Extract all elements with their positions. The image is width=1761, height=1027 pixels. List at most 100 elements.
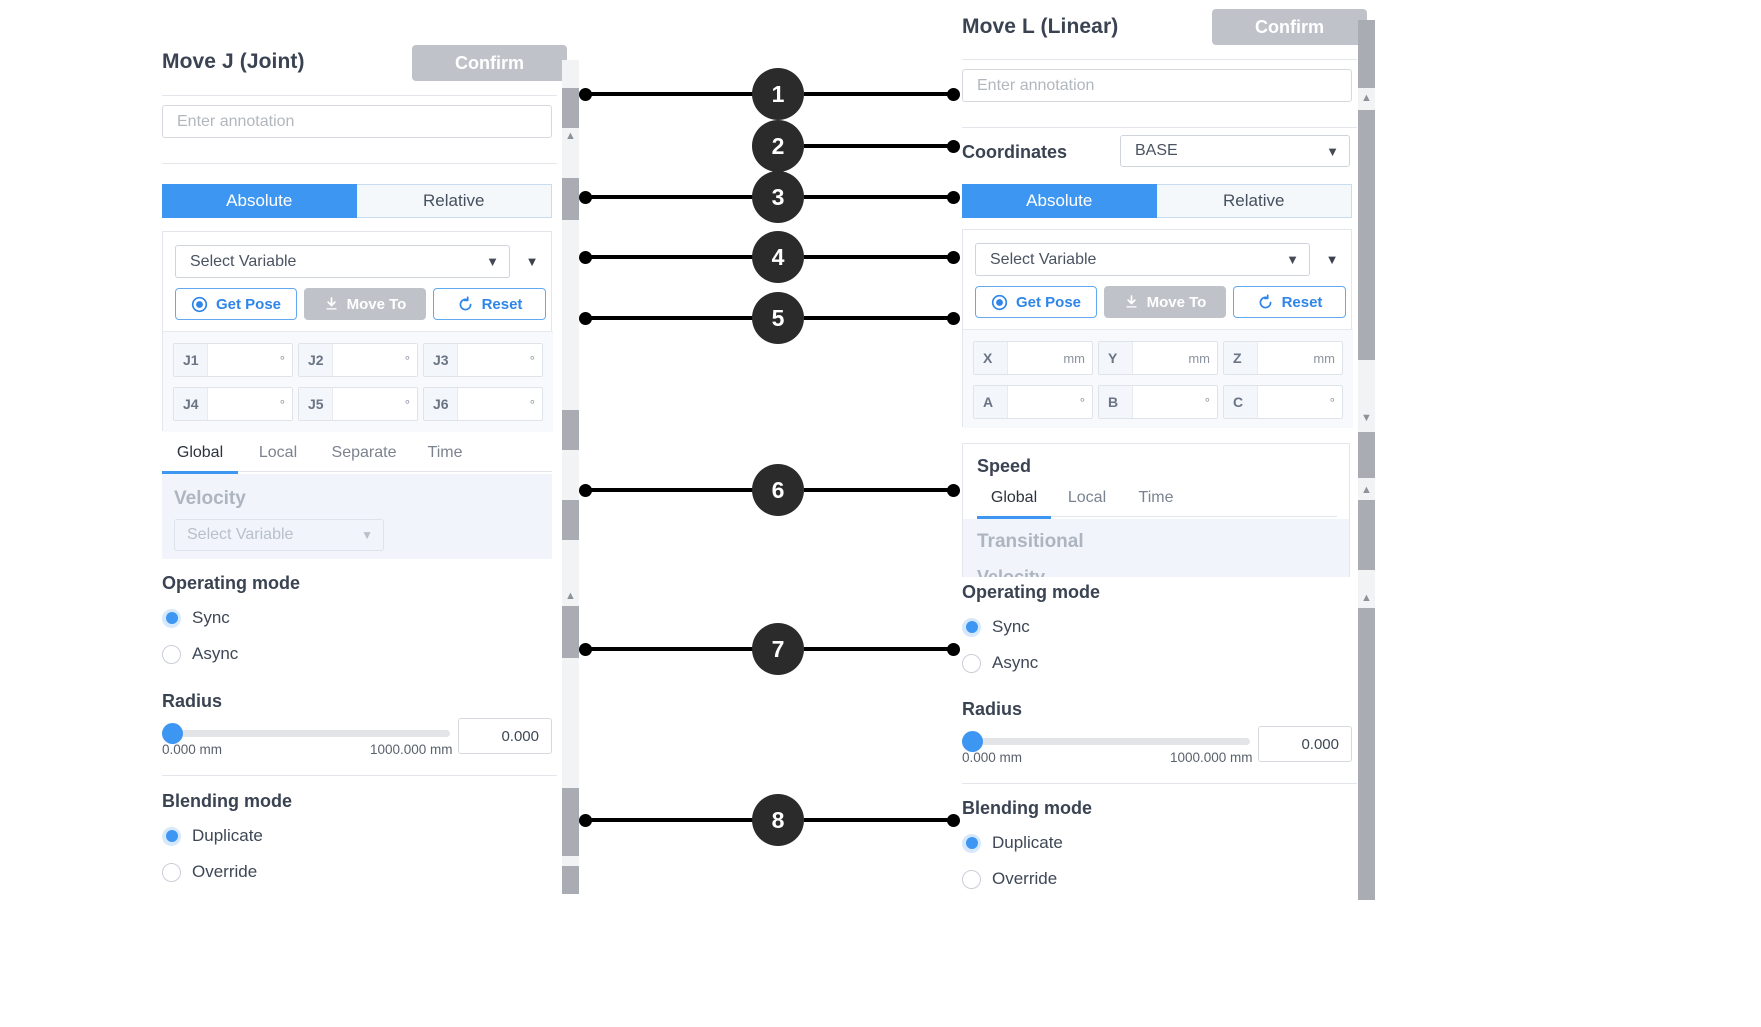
radio-selected-icon[interactable] xyxy=(162,608,181,628)
move-j-operating-mode-sync[interactable]: Sync xyxy=(162,608,230,628)
move-j-blending-override[interactable]: Override xyxy=(162,862,257,882)
move-l-scrollbar-thumb-2[interactable] xyxy=(1358,110,1375,360)
move-l-annotation-input[interactable] xyxy=(962,69,1352,102)
tab-relative[interactable]: Relative xyxy=(356,184,552,218)
pose-field-y[interactable]: Y mm xyxy=(1098,341,1218,375)
tab-time[interactable]: Time xyxy=(427,444,463,461)
move-l-speed-tabs[interactable]: Global Local Time xyxy=(977,489,1337,517)
move-j-speed-tabs[interactable]: Global Local Separate Time xyxy=(162,444,552,472)
move-j-scroll-down-arrow-icon[interactable]: ▲ xyxy=(565,590,576,602)
tab-absolute[interactable]: Absolute xyxy=(962,184,1157,218)
tab-global-underline xyxy=(162,471,238,474)
joint-field-j4[interactable]: J4 ° xyxy=(173,387,293,421)
move-l-expand-caret-icon[interactable]: ▼ xyxy=(1325,252,1339,267)
move-l-mode-toggle[interactable]: Absolute Relative xyxy=(962,184,1352,218)
move-l-operating-mode-async[interactable]: Async xyxy=(962,653,1038,673)
callout-badge-1: 1 xyxy=(752,68,804,120)
callout-line-right-5 xyxy=(804,316,950,320)
move-j-scrollbar-thumb-3[interactable] xyxy=(562,410,579,450)
move-l-radius-value-input[interactable]: 0.000 xyxy=(1258,726,1352,762)
joint-field-j5[interactable]: J5 ° xyxy=(298,387,418,421)
move-j-reset-label: Reset xyxy=(481,295,523,313)
joint-field-j2[interactable]: J2 ° xyxy=(298,343,418,377)
move-j-scrollbar-track[interactable] xyxy=(562,60,579,893)
radio-unselected-icon[interactable] xyxy=(162,644,181,664)
slider-knob[interactable] xyxy=(162,723,183,744)
callout-dot-right-4 xyxy=(947,251,960,264)
move-j-confirm-button[interactable]: Confirm xyxy=(412,45,567,81)
tab-relative[interactable]: Relative xyxy=(1156,184,1352,218)
move-l-scrollbar-thumb-4[interactable] xyxy=(1358,500,1375,570)
move-l-blending-duplicate[interactable]: Duplicate xyxy=(962,833,1063,853)
move-l-scroll-up-arrow-icon[interactable]: ▲ xyxy=(1361,92,1372,104)
move-j-variable-select[interactable]: Select Variable ▼ xyxy=(175,245,510,278)
pose-field-z[interactable]: Z mm xyxy=(1223,341,1343,375)
move-j-move-to-label: Move To xyxy=(346,295,407,313)
move-l-scroll-down-arrow-icon[interactable]: ▼ xyxy=(1361,412,1372,424)
move-j-scrollbar-thumb-7[interactable] xyxy=(562,866,579,894)
move-j-blending-duplicate[interactable]: Duplicate xyxy=(162,826,263,846)
joint-field-j3[interactable]: J3 ° xyxy=(423,343,543,377)
move-j-scrollbar-thumb-5[interactable] xyxy=(562,606,579,658)
move-j-mode-toggle[interactable]: Absolute Relative xyxy=(162,184,552,218)
slider-track[interactable] xyxy=(962,738,1250,745)
move-l-operating-mode-sync[interactable]: Sync xyxy=(962,617,1030,637)
move-l-variable-select[interactable]: Select Variable ▼ xyxy=(975,243,1310,276)
radio-unselected-icon[interactable] xyxy=(962,653,981,673)
callout-badge-7: 7 xyxy=(752,623,804,675)
radio-selected-icon[interactable] xyxy=(162,826,181,846)
joint-label-j4: J4 xyxy=(174,388,208,420)
tab-local[interactable]: Local xyxy=(1067,489,1107,506)
move-j-scrollbar-thumb-1[interactable] xyxy=(562,88,579,128)
callout-line-right-2 xyxy=(804,144,950,148)
move-l-confirm-button[interactable]: Confirm xyxy=(1212,9,1367,45)
move-l-reset-button[interactable]: Reset xyxy=(1233,286,1346,318)
pose-field-a[interactable]: A ° xyxy=(973,385,1093,419)
move-l-blending-override[interactable]: Override xyxy=(962,869,1057,889)
callout-dot-right-8 xyxy=(947,814,960,827)
move-l-scroll-up-arrow-icon-2[interactable]: ▲ xyxy=(1361,484,1372,496)
tab-time[interactable]: Time xyxy=(1138,489,1174,506)
move-l-scrollbar-thumb-3[interactable] xyxy=(1358,432,1375,478)
tab-global[interactable]: Global xyxy=(977,489,1051,516)
move-j-annotation-input[interactable] xyxy=(162,105,552,138)
move-j-get-pose-button[interactable]: Get Pose xyxy=(175,288,297,320)
tab-separate[interactable]: Separate xyxy=(331,444,397,461)
move-j-operating-mode-async[interactable]: Async xyxy=(162,644,238,664)
velocity-variable-select[interactable]: Select Variable ▼ xyxy=(174,519,384,551)
callout-line-right-6 xyxy=(804,488,950,492)
tab-global[interactable]: Global xyxy=(162,444,238,471)
move-j-scroll-up-arrow-icon[interactable]: ▲ xyxy=(565,130,576,142)
move-l-move-to-button[interactable]: Move To xyxy=(1104,286,1226,318)
tab-local[interactable]: Local xyxy=(258,444,298,461)
move-l-coordinates-select[interactable]: BASE ▼ xyxy=(1120,135,1350,167)
move-j-reset-button[interactable]: Reset xyxy=(433,288,546,320)
callout-dot-right-7 xyxy=(947,643,960,656)
move-j-radius-slider[interactable] xyxy=(162,722,452,744)
pose-field-b[interactable]: B ° xyxy=(1098,385,1218,419)
radio-unselected-icon[interactable] xyxy=(162,862,181,882)
joint-field-j1[interactable]: J1 ° xyxy=(173,343,293,377)
pose-field-x[interactable]: X mm xyxy=(973,341,1093,375)
move-l-scrollbar-thumb-5[interactable] xyxy=(1358,608,1375,900)
joint-field-j6[interactable]: J6 ° xyxy=(423,387,543,421)
move-l-radius-slider[interactable] xyxy=(962,730,1252,752)
move-j-scrollbar-thumb-2[interactable] xyxy=(562,178,579,220)
move-j-move-to-button[interactable]: Move To xyxy=(304,288,426,320)
move-j-scrollbar-thumb-6[interactable] xyxy=(562,788,579,856)
slider-track[interactable] xyxy=(162,730,450,737)
move-l-duplicate-label: Duplicate xyxy=(992,833,1063,852)
move-j-expand-caret-icon[interactable]: ▼ xyxy=(525,254,539,269)
radio-unselected-icon[interactable] xyxy=(962,869,981,889)
tab-absolute[interactable]: Absolute xyxy=(162,184,357,218)
radio-selected-icon[interactable] xyxy=(962,833,981,853)
move-l-get-pose-button[interactable]: Get Pose xyxy=(975,286,1097,318)
move-l-scrollbar-thumb-1[interactable] xyxy=(1358,20,1375,88)
move-j-radius-value-input[interactable]: 0.000 xyxy=(458,718,552,754)
move-l-scroll-up-arrow-icon-3[interactable]: ▲ xyxy=(1361,592,1372,604)
radio-selected-icon[interactable] xyxy=(962,617,981,637)
pose-field-c[interactable]: C ° xyxy=(1223,385,1343,419)
move-j-scrollbar-thumb-4[interactable] xyxy=(562,500,579,540)
move-j-title: Move J (Joint) xyxy=(162,50,305,73)
slider-knob[interactable] xyxy=(962,731,983,752)
